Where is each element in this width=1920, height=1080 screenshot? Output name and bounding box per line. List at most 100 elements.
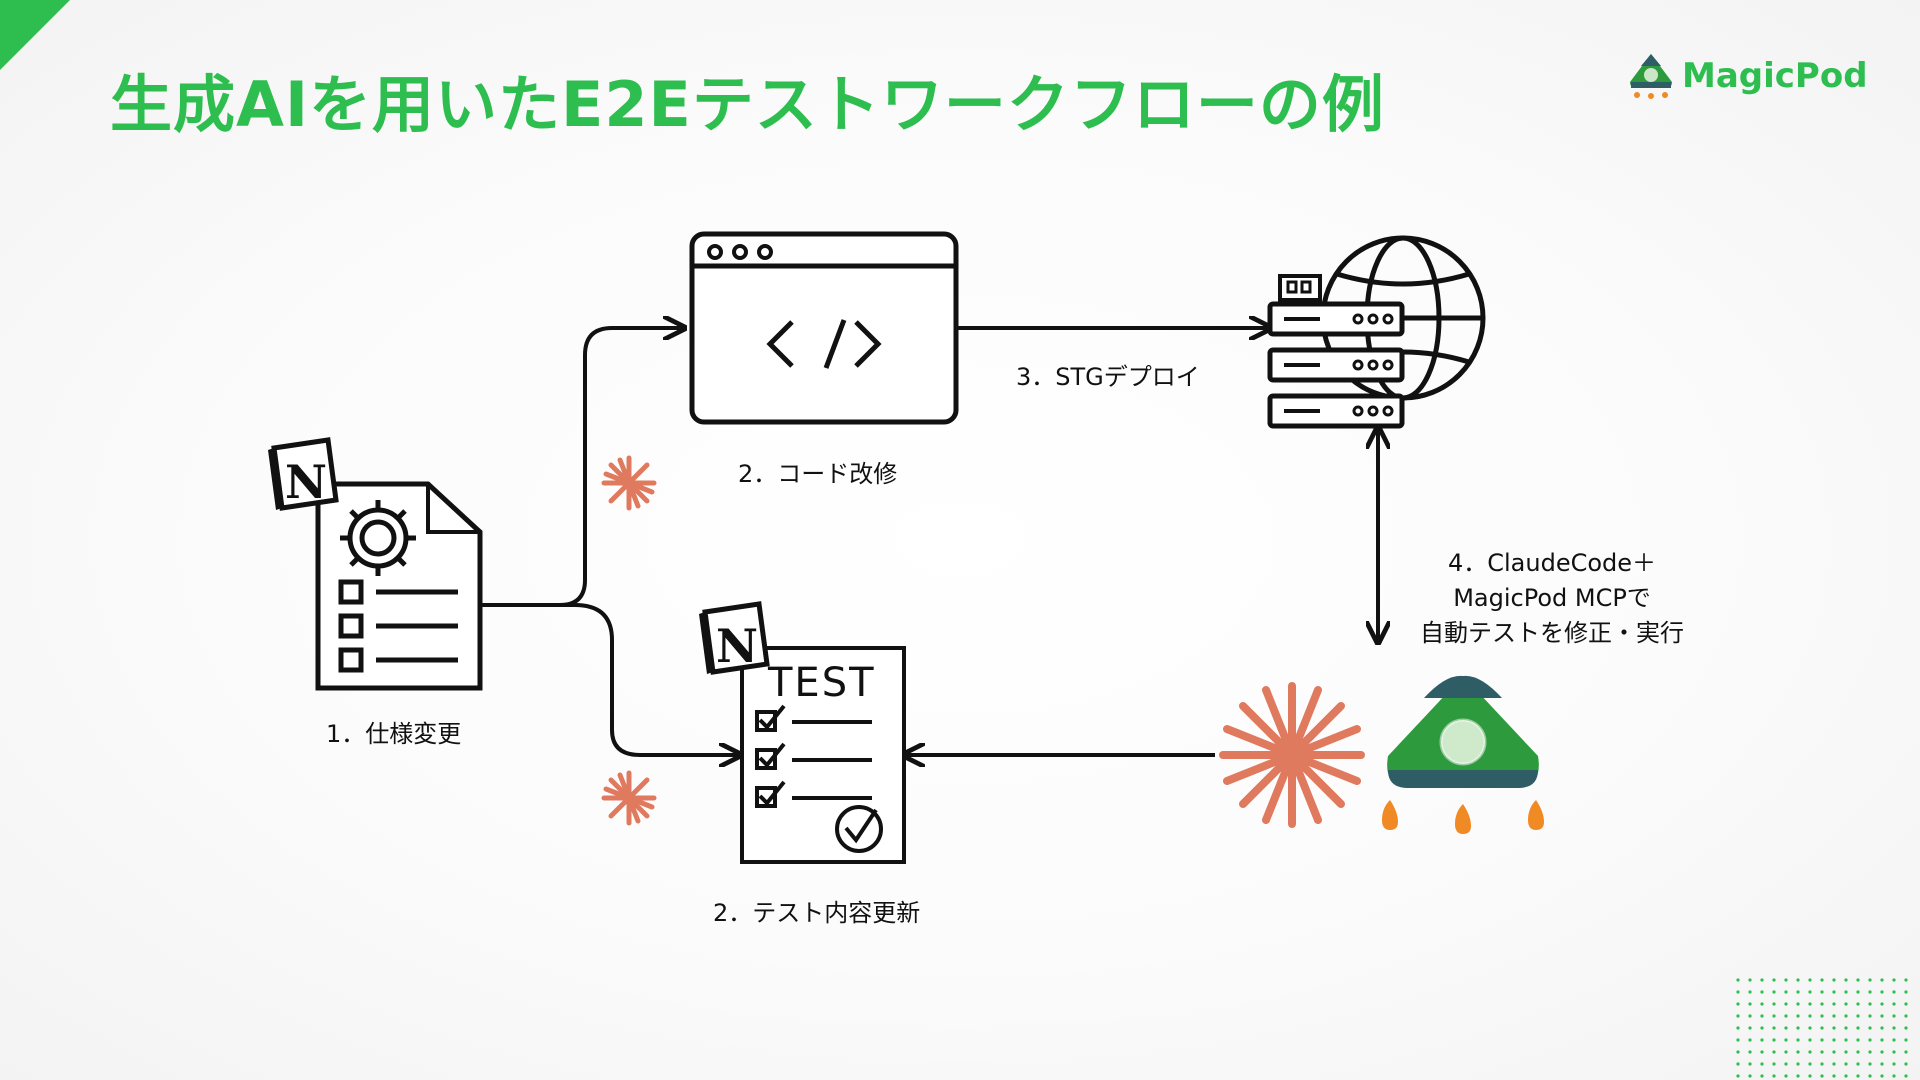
brand-logo: MagicPod: [1628, 52, 1868, 100]
pattern-dot: [1784, 1038, 1788, 1042]
pattern-dot: [1736, 1038, 1740, 1042]
pattern-dot: [1772, 990, 1776, 994]
pattern-dot: [1856, 1062, 1860, 1066]
pattern-dot: [1844, 1062, 1848, 1066]
pattern-dot: [1820, 1014, 1824, 1018]
pattern-dot: [1832, 990, 1836, 994]
pattern-dot: [1844, 1002, 1848, 1006]
pattern-dot: [1808, 1050, 1812, 1054]
pattern-dot: [1880, 978, 1884, 982]
pattern-dot: [1820, 978, 1824, 982]
corner-accent: [0, 0, 70, 70]
pattern-dot: [1904, 1002, 1908, 1006]
connector-spec-to-test: [480, 603, 738, 755]
pattern-dot: [1736, 1062, 1740, 1066]
pattern-dot: [1892, 1002, 1896, 1006]
gear-icon: [340, 500, 416, 576]
pattern-dot: [1796, 1038, 1800, 1042]
connector-spec-to-code: [480, 328, 682, 607]
pattern-dot: [1808, 1002, 1812, 1006]
pattern-dot: [1808, 1014, 1812, 1018]
pattern-dot: [1796, 1014, 1800, 1018]
pattern-dot: [1760, 1062, 1764, 1066]
pattern-dot: [1880, 1050, 1884, 1054]
pattern-dot: [1868, 1074, 1872, 1078]
pattern-dot: [1784, 1062, 1788, 1066]
pattern-dot: [1844, 1074, 1848, 1078]
pattern-dot: [1856, 1074, 1860, 1078]
pattern-dot: [1880, 1002, 1884, 1006]
pattern-dot: [1856, 1002, 1860, 1006]
pattern-dot: [1796, 1050, 1800, 1054]
spark-icon: [601, 770, 657, 826]
pattern-dot: [1796, 978, 1800, 982]
pattern-dot: [1772, 1026, 1776, 1030]
pattern-dot: [1904, 1074, 1908, 1078]
pattern-dot: [1880, 1038, 1884, 1042]
pattern-dot: [1808, 1038, 1812, 1042]
pattern-dot: [1892, 1014, 1896, 1018]
spec-document-icon: [315, 481, 483, 691]
pattern-dot: [1736, 978, 1740, 982]
pattern-dot: [1748, 1038, 1752, 1042]
server-rack-icon: [1267, 274, 1405, 429]
pattern-dot: [1844, 1014, 1848, 1018]
pattern-dot: [1760, 978, 1764, 982]
pattern-dot: [1748, 978, 1752, 982]
page-title: 生成AIを用いたE2Eテストワークフローの例: [110, 68, 1385, 141]
pattern-dot: [1856, 978, 1860, 982]
pattern-dot: [1736, 990, 1740, 994]
spark-icon: [1219, 682, 1365, 828]
test-doc-label: TEST: [767, 660, 876, 706]
pattern-dot: [1892, 1050, 1896, 1054]
pattern-dot: [1820, 1002, 1824, 1006]
notion-icon: N: [699, 601, 770, 675]
pattern-dot: [1772, 1050, 1776, 1054]
pattern-dot: [1868, 1050, 1872, 1054]
pattern-dot: [1892, 1062, 1896, 1066]
pattern-dot: [1844, 978, 1848, 982]
pattern-dot: [1892, 1074, 1896, 1078]
pattern-dot: [1868, 1026, 1872, 1030]
pattern-dot: [1784, 1050, 1788, 1054]
step-label-auto-test: 4．ClaudeCode＋ MagicPod MCPで 自動テストを修正・実行: [1392, 546, 1712, 651]
pattern-dot: [1904, 1026, 1908, 1030]
pattern-dot: [1796, 1062, 1800, 1066]
pattern-dot: [1820, 1038, 1824, 1042]
pattern-dot: [1748, 1074, 1752, 1078]
auto-test-line: 自動テストを修正・実行: [1420, 619, 1684, 647]
pattern-dot: [1832, 1074, 1836, 1078]
pattern-dot: [1736, 1074, 1740, 1078]
pattern-dot: [1808, 978, 1812, 982]
pattern-dot: [1796, 1002, 1800, 1006]
pattern-dot: [1772, 1002, 1776, 1006]
pattern-dot: [1736, 1050, 1740, 1054]
pattern-dot: [1748, 1026, 1752, 1030]
pattern-dot: [1772, 1074, 1776, 1078]
pattern-dot: [1808, 1026, 1812, 1030]
pattern-dot: [1808, 990, 1812, 994]
pattern-dot: [1856, 1038, 1860, 1042]
pattern-dot: [1760, 1002, 1764, 1006]
spark-icon: [601, 455, 657, 511]
pattern-dot: [1868, 1038, 1872, 1042]
magicpod-rocket-icon: [1630, 54, 1672, 99]
pattern-dot: [1844, 990, 1848, 994]
pattern-dot: [1880, 1014, 1884, 1018]
pattern-dot: [1784, 1074, 1788, 1078]
pattern-dot: [1772, 1038, 1776, 1042]
pattern-dot: [1748, 1050, 1752, 1054]
step-label-code-fix: 2．コード改修: [738, 460, 898, 488]
pattern-dot: [1868, 1002, 1872, 1006]
pattern-dot: [1796, 990, 1800, 994]
magicpod-rocket-icon: [1382, 675, 1544, 834]
pattern-dot: [1820, 1074, 1824, 1078]
pattern-dot: [1892, 1038, 1896, 1042]
brand-name: MagicPod: [1682, 56, 1868, 96]
pattern-dot: [1760, 1050, 1764, 1054]
pattern-dot: [1760, 1014, 1764, 1018]
notion-icon: N: [268, 437, 339, 511]
pattern-dot: [1880, 1026, 1884, 1030]
pattern-dot: [1784, 1026, 1788, 1030]
pattern-dot: [1736, 1002, 1740, 1006]
